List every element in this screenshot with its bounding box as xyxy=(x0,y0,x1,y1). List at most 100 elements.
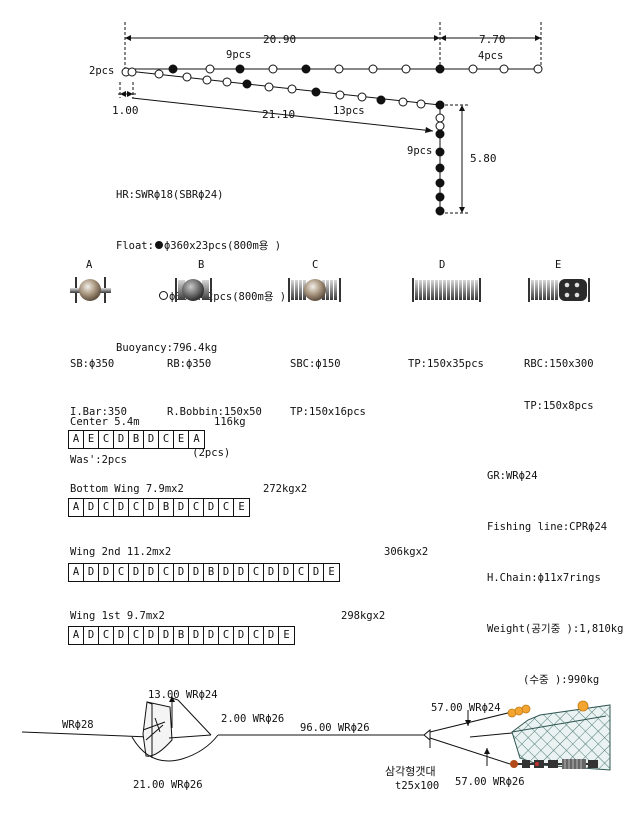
component-icons: A B C D E xyxy=(70,259,590,303)
sequence-cell: D xyxy=(84,564,99,581)
component-letter-a: A xyxy=(86,259,93,271)
net-body xyxy=(511,704,611,771)
component-letter-e: E xyxy=(555,259,561,271)
float-spec-row-1: Float:ϕ360x23pcs(800m용 ) xyxy=(116,240,282,252)
rigging-diagram: WRϕ28 13.00 WRϕ24 2.00 WRϕ26 21.00 WRϕ26… xyxy=(21,689,611,792)
component-letter-b: B xyxy=(198,259,204,271)
sequence-cell: A xyxy=(69,431,84,448)
h-chain-spec: H.Chain:ϕ11x7rings xyxy=(487,572,601,584)
bridle-top-label: 13.00 WRϕ24 xyxy=(148,689,218,701)
sequence-cell: D xyxy=(114,627,129,644)
bridle-bottom-label: 21.00 WRϕ26 xyxy=(133,779,203,791)
sequence-cell: D xyxy=(264,627,279,644)
sequence-cell: E xyxy=(84,431,99,448)
sequence-cell: D xyxy=(189,627,204,644)
sequence-cell: D xyxy=(144,499,159,516)
sequence-cell: D xyxy=(204,499,219,516)
dim-line-diagonal xyxy=(131,97,434,132)
group-wing-1st-weight: 298kgx2 xyxy=(341,610,386,622)
sequence-cell: B xyxy=(174,627,189,644)
group-bottom-wing-title: Bottom Wing 7.9mx2 xyxy=(70,483,184,495)
label-2pcs: 2pcs xyxy=(89,65,114,77)
dim-top-ext-label: 7.70 xyxy=(479,33,506,46)
headrope-float-diagram: 20.90 7.70 2pcs 9pcs 4pcs 1.00 21.10 13p… xyxy=(89,22,543,216)
sequence-cell: D xyxy=(144,627,159,644)
sequence-cell: D xyxy=(279,564,294,581)
triangle-spreader xyxy=(423,728,431,742)
fishing-line-spec: Fishing line:CPRϕ24 xyxy=(487,521,608,533)
sequence-cell: D xyxy=(219,564,234,581)
bridle-mid-label: 2.00 WRϕ26 xyxy=(221,713,284,725)
component-d-icon xyxy=(412,278,481,302)
sequence-cell: D xyxy=(234,564,249,581)
component-c-spec: SBC:ϕ150 TP:150x16pcs xyxy=(290,358,366,418)
component-b-icon xyxy=(175,278,212,302)
sequence-cell: C xyxy=(159,431,174,448)
sequence-cell: C xyxy=(294,564,309,581)
triangle-label: 삼각형갯대 xyxy=(385,765,436,778)
sequence-cell: C xyxy=(129,627,144,644)
component-e-icon xyxy=(528,278,590,302)
sequence-cell: C xyxy=(189,499,204,516)
dim-left-label: 1.00 xyxy=(112,104,139,117)
label-9pcs-top: 9pcs xyxy=(226,49,251,61)
warp-label: WRϕ28 xyxy=(62,719,94,731)
sequence-cell: A xyxy=(193,433,200,445)
component-d-spec: TP:150x35pcs xyxy=(408,358,484,370)
sequence-cell: D xyxy=(129,564,144,581)
sequence-cell: E xyxy=(328,566,335,578)
sequence-cell: E xyxy=(174,431,189,448)
filled-float-icon xyxy=(154,241,163,249)
component-e-spec: RBC:150x300 TP:150x8pcs xyxy=(524,358,594,412)
sequence-cell: B xyxy=(204,564,219,581)
sequence-cell: A xyxy=(69,627,84,644)
sequence-cell: D xyxy=(264,564,279,581)
sequence-cell: C xyxy=(114,564,129,581)
sequence-cell: E xyxy=(283,629,290,641)
sequence-cell: D xyxy=(144,431,159,448)
group-wing-1st-title: Wing 1st 9.7mx2 xyxy=(70,610,165,622)
sequence-cell: C xyxy=(249,627,264,644)
sequence-cell: D xyxy=(174,564,189,581)
sequence-cell: D xyxy=(204,627,219,644)
weight-water-spec: (수중 ):990kg xyxy=(523,674,600,686)
lower-line xyxy=(429,737,511,765)
component-a-spec: SB:ϕ350 I.Bar:350 Was':2pcs xyxy=(70,358,127,466)
group-center-weight: 116kg xyxy=(214,416,246,428)
sequence-cell: D xyxy=(84,499,99,516)
hollow-float-icon xyxy=(159,291,168,300)
sequence-cell: D xyxy=(174,499,189,516)
otter-board xyxy=(142,701,173,757)
sequence-cell: B xyxy=(129,431,144,448)
upper-line-label: 57.00 WRϕ24 xyxy=(431,702,501,714)
headrope-diagonal-line xyxy=(127,70,441,106)
sequence-cell: C xyxy=(219,627,234,644)
label-4pcs: 4pcs xyxy=(478,50,503,62)
sequence-cell: C xyxy=(159,564,174,581)
sequence-cell: D xyxy=(234,627,249,644)
sequence-cell: C xyxy=(219,499,234,516)
sequence-cell: A xyxy=(69,499,84,516)
dim-diag-label: 21.10 xyxy=(262,108,295,121)
sequence-cell: D xyxy=(189,564,204,581)
group-wing-2nd-weight: 306kgx2 xyxy=(384,546,429,558)
sequence-cell: C xyxy=(99,627,114,644)
group-wing-2nd-title: Wing 2nd 11.2mx2 xyxy=(70,546,172,558)
sequence-cell: C xyxy=(99,431,114,448)
weight-air-spec: Weight(공기중 ):1,810kg xyxy=(487,623,624,635)
sequence-cell: D xyxy=(144,564,159,581)
warp-line xyxy=(21,731,151,738)
sequence-cell: C xyxy=(129,499,144,516)
upper-line xyxy=(429,709,521,733)
sequence-cell: E xyxy=(238,501,245,513)
buoyancy-spec: Buoyancy:796.4kg xyxy=(116,342,218,354)
sequence-cell: D xyxy=(159,627,174,644)
component-letter-d: D xyxy=(439,259,445,271)
lower-line-label: 57.00 WRϕ26 xyxy=(455,776,525,788)
dim-top-main-label: 20.90 xyxy=(263,33,296,46)
sequence-cell: B xyxy=(159,499,174,516)
